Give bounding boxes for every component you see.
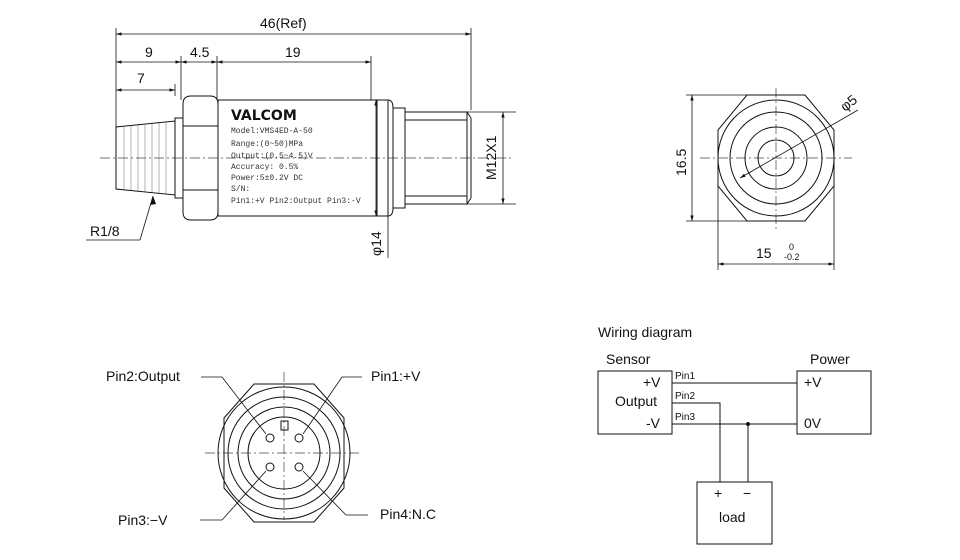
- pin4-hole: [294, 462, 304, 472]
- thread-r18-label: R1/8: [90, 223, 120, 239]
- tol-lower: -0.2: [784, 252, 800, 262]
- power-box: [796, 370, 872, 435]
- wiring-title: Wiring diagram: [598, 324, 692, 340]
- power-zero-v: 0V: [804, 415, 822, 431]
- end-view: φ5 16.5 15 0 -0.2: [673, 88, 860, 270]
- thread-m12-label: M12X1: [483, 135, 499, 180]
- load-box: [696, 481, 773, 545]
- height-label: 16.5: [673, 149, 689, 176]
- hex-outline: [717, 94, 835, 222]
- tol-upper: 0: [789, 242, 794, 252]
- pin1-label: Pin1:+V: [371, 368, 421, 384]
- sensor-output: Output: [615, 393, 657, 409]
- dim-7-label: 7: [137, 70, 145, 86]
- load-label: load: [719, 509, 745, 525]
- pin1-hole: [294, 433, 304, 443]
- dim-19-label: 19: [285, 44, 301, 60]
- power-title: Power: [810, 351, 850, 367]
- sensor-body: [217, 99, 389, 217]
- body-line-pins: Pin1:+V Pin2:Output Pin3:-V: [231, 197, 361, 206]
- body-line-output: Output:(0.5~4.5)V: [231, 152, 313, 161]
- pin3-hole: [265, 462, 275, 472]
- body-line-accuracy: Accuracy: 0.5%: [231, 163, 298, 172]
- power-plus-v: +V: [804, 374, 822, 390]
- dim-4-5-label: 4.5: [190, 44, 210, 60]
- m12-connector: [404, 111, 468, 205]
- body-line-power: Power:5±0.2V DC: [231, 174, 303, 183]
- sensor-plus-v: +V: [643, 374, 661, 390]
- width-label: 15: [756, 245, 772, 261]
- pin-hex-outline: [223, 383, 345, 523]
- wiring-diagram: Wiring diagram Sensor Power +V Output -V…: [597, 324, 872, 545]
- body-line-model: Model:VMS4ED-A-50: [231, 127, 313, 136]
- dim-9-label: 9: [145, 44, 153, 60]
- pin2-tag: Pin2: [675, 391, 695, 402]
- pin4-label: Pin4:N.C: [380, 506, 436, 522]
- pin3-tag: Pin3: [675, 412, 695, 423]
- brand-logo: VALCOM: [231, 108, 297, 124]
- body-line-range: Range:(0~50)MPa: [231, 140, 303, 149]
- sensor-title: Sensor: [606, 351, 651, 367]
- side-view: 46(Ref) 9 4.5 19 7: [86, 15, 516, 258]
- pin2-label: Pin2:Output: [106, 368, 180, 384]
- load-minus: −: [743, 485, 751, 501]
- pin2-hole: [265, 433, 275, 443]
- dim-total-label: 46(Ref): [260, 15, 307, 31]
- pin3-label: Pin3:−V: [118, 512, 168, 528]
- pin1-tag: Pin1: [675, 371, 695, 382]
- load-plus: +: [714, 485, 722, 501]
- key-notch: [280, 420, 289, 431]
- dia-14-label: φ14: [368, 231, 384, 256]
- bore-circle: [757, 139, 795, 177]
- body-line-sn: S/N:: [231, 185, 250, 194]
- pin-view: Pin2:Output Pin1:+V Pin3:−V Pin4:N.C: [106, 368, 436, 528]
- sensor-minus-v: -V: [646, 415, 661, 431]
- wire-pin2: [672, 402, 721, 482]
